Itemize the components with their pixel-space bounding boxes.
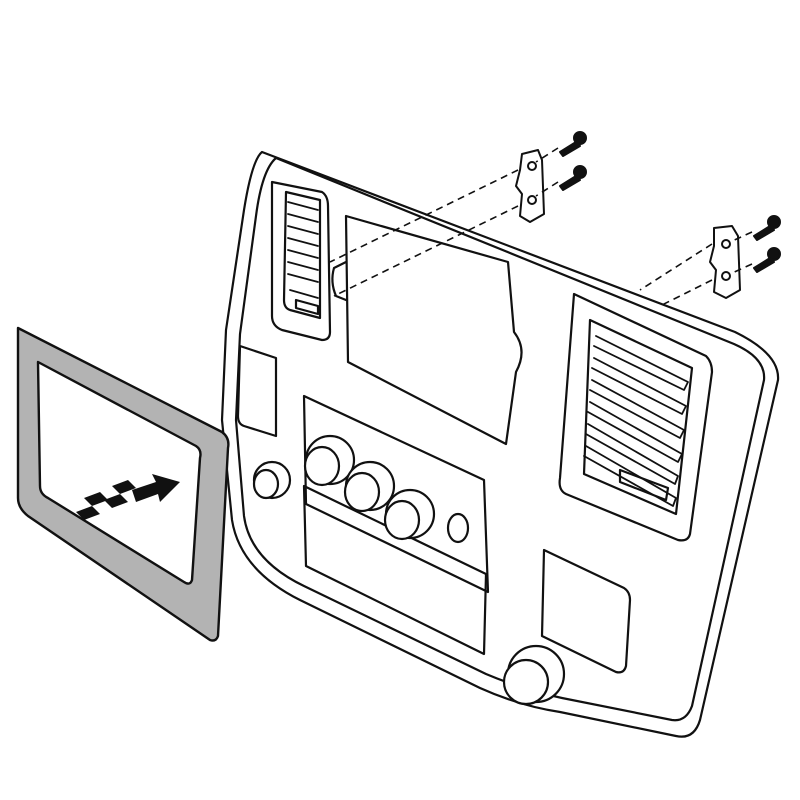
mounting-bracket-lower [709, 225, 741, 299]
mounting-hardware [515, 131, 781, 299]
screw-2 [559, 165, 587, 191]
screw-1 [559, 131, 587, 157]
control-knobs [252, 434, 566, 706]
radio-opening-notch [331, 260, 348, 302]
knob-bottom[interactable] [502, 644, 566, 706]
arrow-dash-4 [112, 480, 136, 494]
bezel-screen-opening [36, 360, 202, 585]
knob-center-3[interactable] [383, 488, 436, 541]
dashboard-panel [220, 150, 780, 738]
arrow-dash-1 [76, 506, 100, 520]
left-switch-panel [236, 344, 278, 438]
arrow-dash-3 [104, 494, 128, 508]
right-vent-housing [558, 292, 714, 542]
knob-center-2[interactable] [343, 460, 396, 513]
mounting-bracket-upper [515, 149, 545, 223]
right-vent-tab [618, 468, 670, 502]
dash-outer-shell [220, 150, 780, 738]
knob-center-1[interactable] [303, 434, 356, 487]
control-panel-lower [302, 484, 488, 656]
left-vent-inner [282, 190, 322, 320]
arrow-right-icon [76, 474, 180, 520]
right-lower-panel [540, 548, 632, 674]
left-vent-tab [294, 298, 320, 316]
left-vent-slats [287, 201, 319, 299]
radio-opening [344, 214, 523, 446]
left-vent-housing [270, 180, 332, 342]
right-vent-slats [583, 335, 689, 507]
knob-small-button[interactable] [446, 512, 470, 544]
right-vent-inner [582, 318, 694, 516]
arrow-body [132, 474, 180, 502]
arrow-dash-2 [84, 492, 108, 506]
knob-left[interactable] [252, 460, 292, 500]
screw-4 [753, 247, 781, 273]
screw-3 [753, 215, 781, 241]
alignment-guides [329, 147, 753, 307]
